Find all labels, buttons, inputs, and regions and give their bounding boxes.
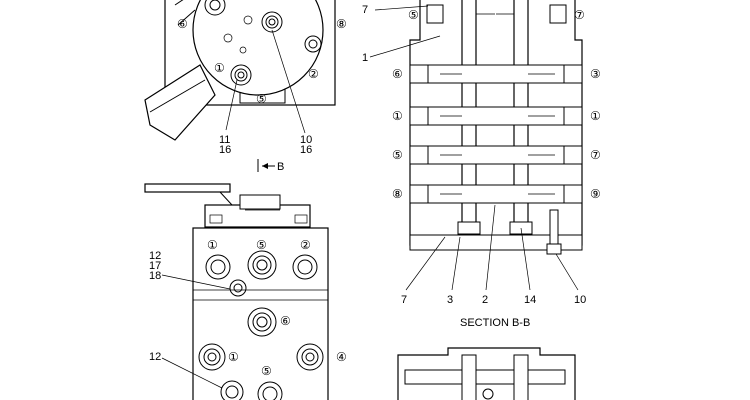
callout-4-mid: ④ [336, 350, 347, 364]
callout-5l-sec: ⑤ [392, 148, 403, 162]
screw-10 [549, 209, 559, 249]
handle-bar [144, 183, 231, 193]
label-11: 11 [219, 134, 230, 146]
label-14: 14 [524, 294, 536, 306]
label-12-bottom: 12 [149, 351, 161, 363]
label-7-top: 7 [362, 4, 368, 16]
label-3: 3 [447, 294, 453, 306]
port-12-upper [229, 279, 247, 297]
callout-5-sec: ⑤ [408, 8, 419, 22]
callout-5b-mid: ⑤ [261, 364, 272, 378]
section-caption: SECTION B-B [460, 317, 530, 329]
port-5-upper [247, 250, 277, 280]
callout-6-sec: ⑥ [392, 67, 403, 81]
callout-5-top: ⑤ [256, 92, 267, 106]
callout-2-mid: ② [300, 238, 311, 252]
top-port-10 [261, 11, 283, 33]
section-base [409, 234, 583, 251]
callout-1b-mid: ① [228, 350, 239, 364]
callout-7a-sec: ⑦ [574, 8, 585, 22]
callout-9-sec: ⑨ [590, 187, 601, 201]
label-10-right: 10 [574, 294, 586, 306]
port-1-lower [198, 343, 226, 371]
callout-1-top: ① [214, 61, 225, 75]
label-1: 1 [362, 52, 368, 64]
callout-8-sec: ⑧ [392, 187, 403, 201]
callout-1l-sec: ① [392, 109, 403, 123]
label-17: 17 [149, 260, 161, 272]
top-view: ⑥ ⑧ ① ② ⑤ 11 16 10 16 B [144, 0, 347, 173]
callout-6-top: ⑥ [177, 17, 188, 31]
label-2: 2 [482, 294, 488, 306]
side-view: ① ⑤ ② ⑥ ① ④ ⑤ 12 17 18 12 [144, 183, 347, 400]
top-port-11 [230, 64, 252, 86]
section-mark-b: B [277, 161, 284, 173]
callout-1-mid: ① [207, 238, 218, 252]
label-16-left: 16 [219, 144, 231, 156]
callout-7r-sec: ⑦ [590, 148, 601, 162]
control-lever [144, 64, 216, 141]
port-4 [296, 343, 324, 371]
callout-8-top: ⑧ [336, 17, 347, 31]
port-1-upper [205, 254, 231, 280]
valve-body [192, 227, 329, 400]
port-5-lower [257, 381, 283, 400]
label-18: 18 [149, 270, 161, 282]
callout-6-mid: ⑥ [280, 314, 291, 328]
port-2-upper [292, 254, 318, 280]
port-12-lower [220, 380, 244, 400]
label-16-right: 16 [300, 144, 312, 156]
top-port-a [204, 0, 226, 16]
callout-5-mid: ⑤ [256, 238, 267, 252]
top-view-disc [192, 0, 324, 96]
label-7-bottom: 7 [401, 294, 407, 306]
callout-1r-sec: ① [590, 109, 601, 123]
label-12-mid: 12 [149, 250, 161, 262]
callout-3-sec: ③ [590, 67, 601, 81]
top-port-2 [304, 35, 322, 53]
section-view: 7 1 ⑤ ⑦ ⑥ ③ ① ① ⑤ ⑦ ⑧ ⑨ 7 3 2 14 10 SECT… [362, 0, 601, 400]
port-rows [409, 64, 583, 204]
label-10: 10 [300, 134, 312, 146]
callout-2-top: ② [308, 67, 319, 81]
port-6 [247, 307, 277, 337]
